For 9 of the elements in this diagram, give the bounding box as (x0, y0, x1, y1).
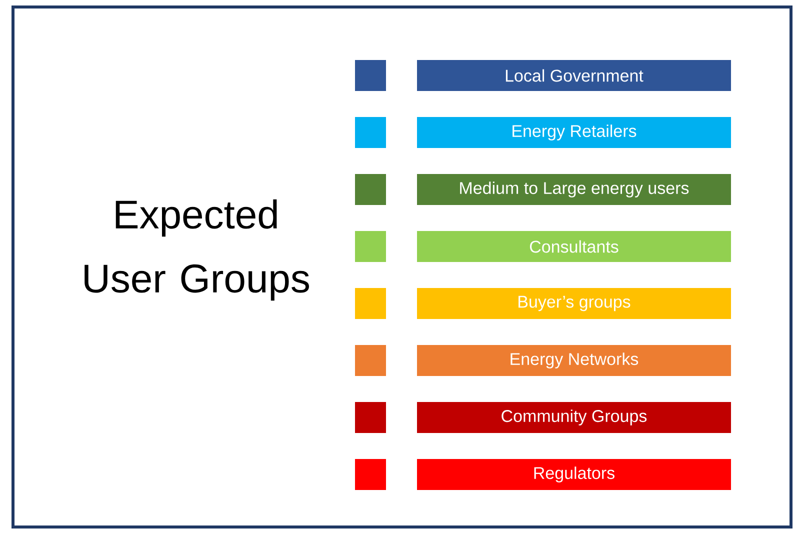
color-bar: Buyer’s groups (417, 288, 731, 319)
color-bar: Medium to Large energy users (417, 174, 731, 205)
color-bar: Local Government (417, 60, 731, 91)
color-bar: Regulators (417, 459, 731, 490)
color-bar: Energy Networks (417, 345, 731, 376)
color-bar: Community Groups (417, 402, 731, 433)
color-bar: Energy Retailers (417, 117, 731, 148)
color-bar: Consultants (417, 231, 731, 262)
title: Expected User Groups (84, 199, 309, 301)
